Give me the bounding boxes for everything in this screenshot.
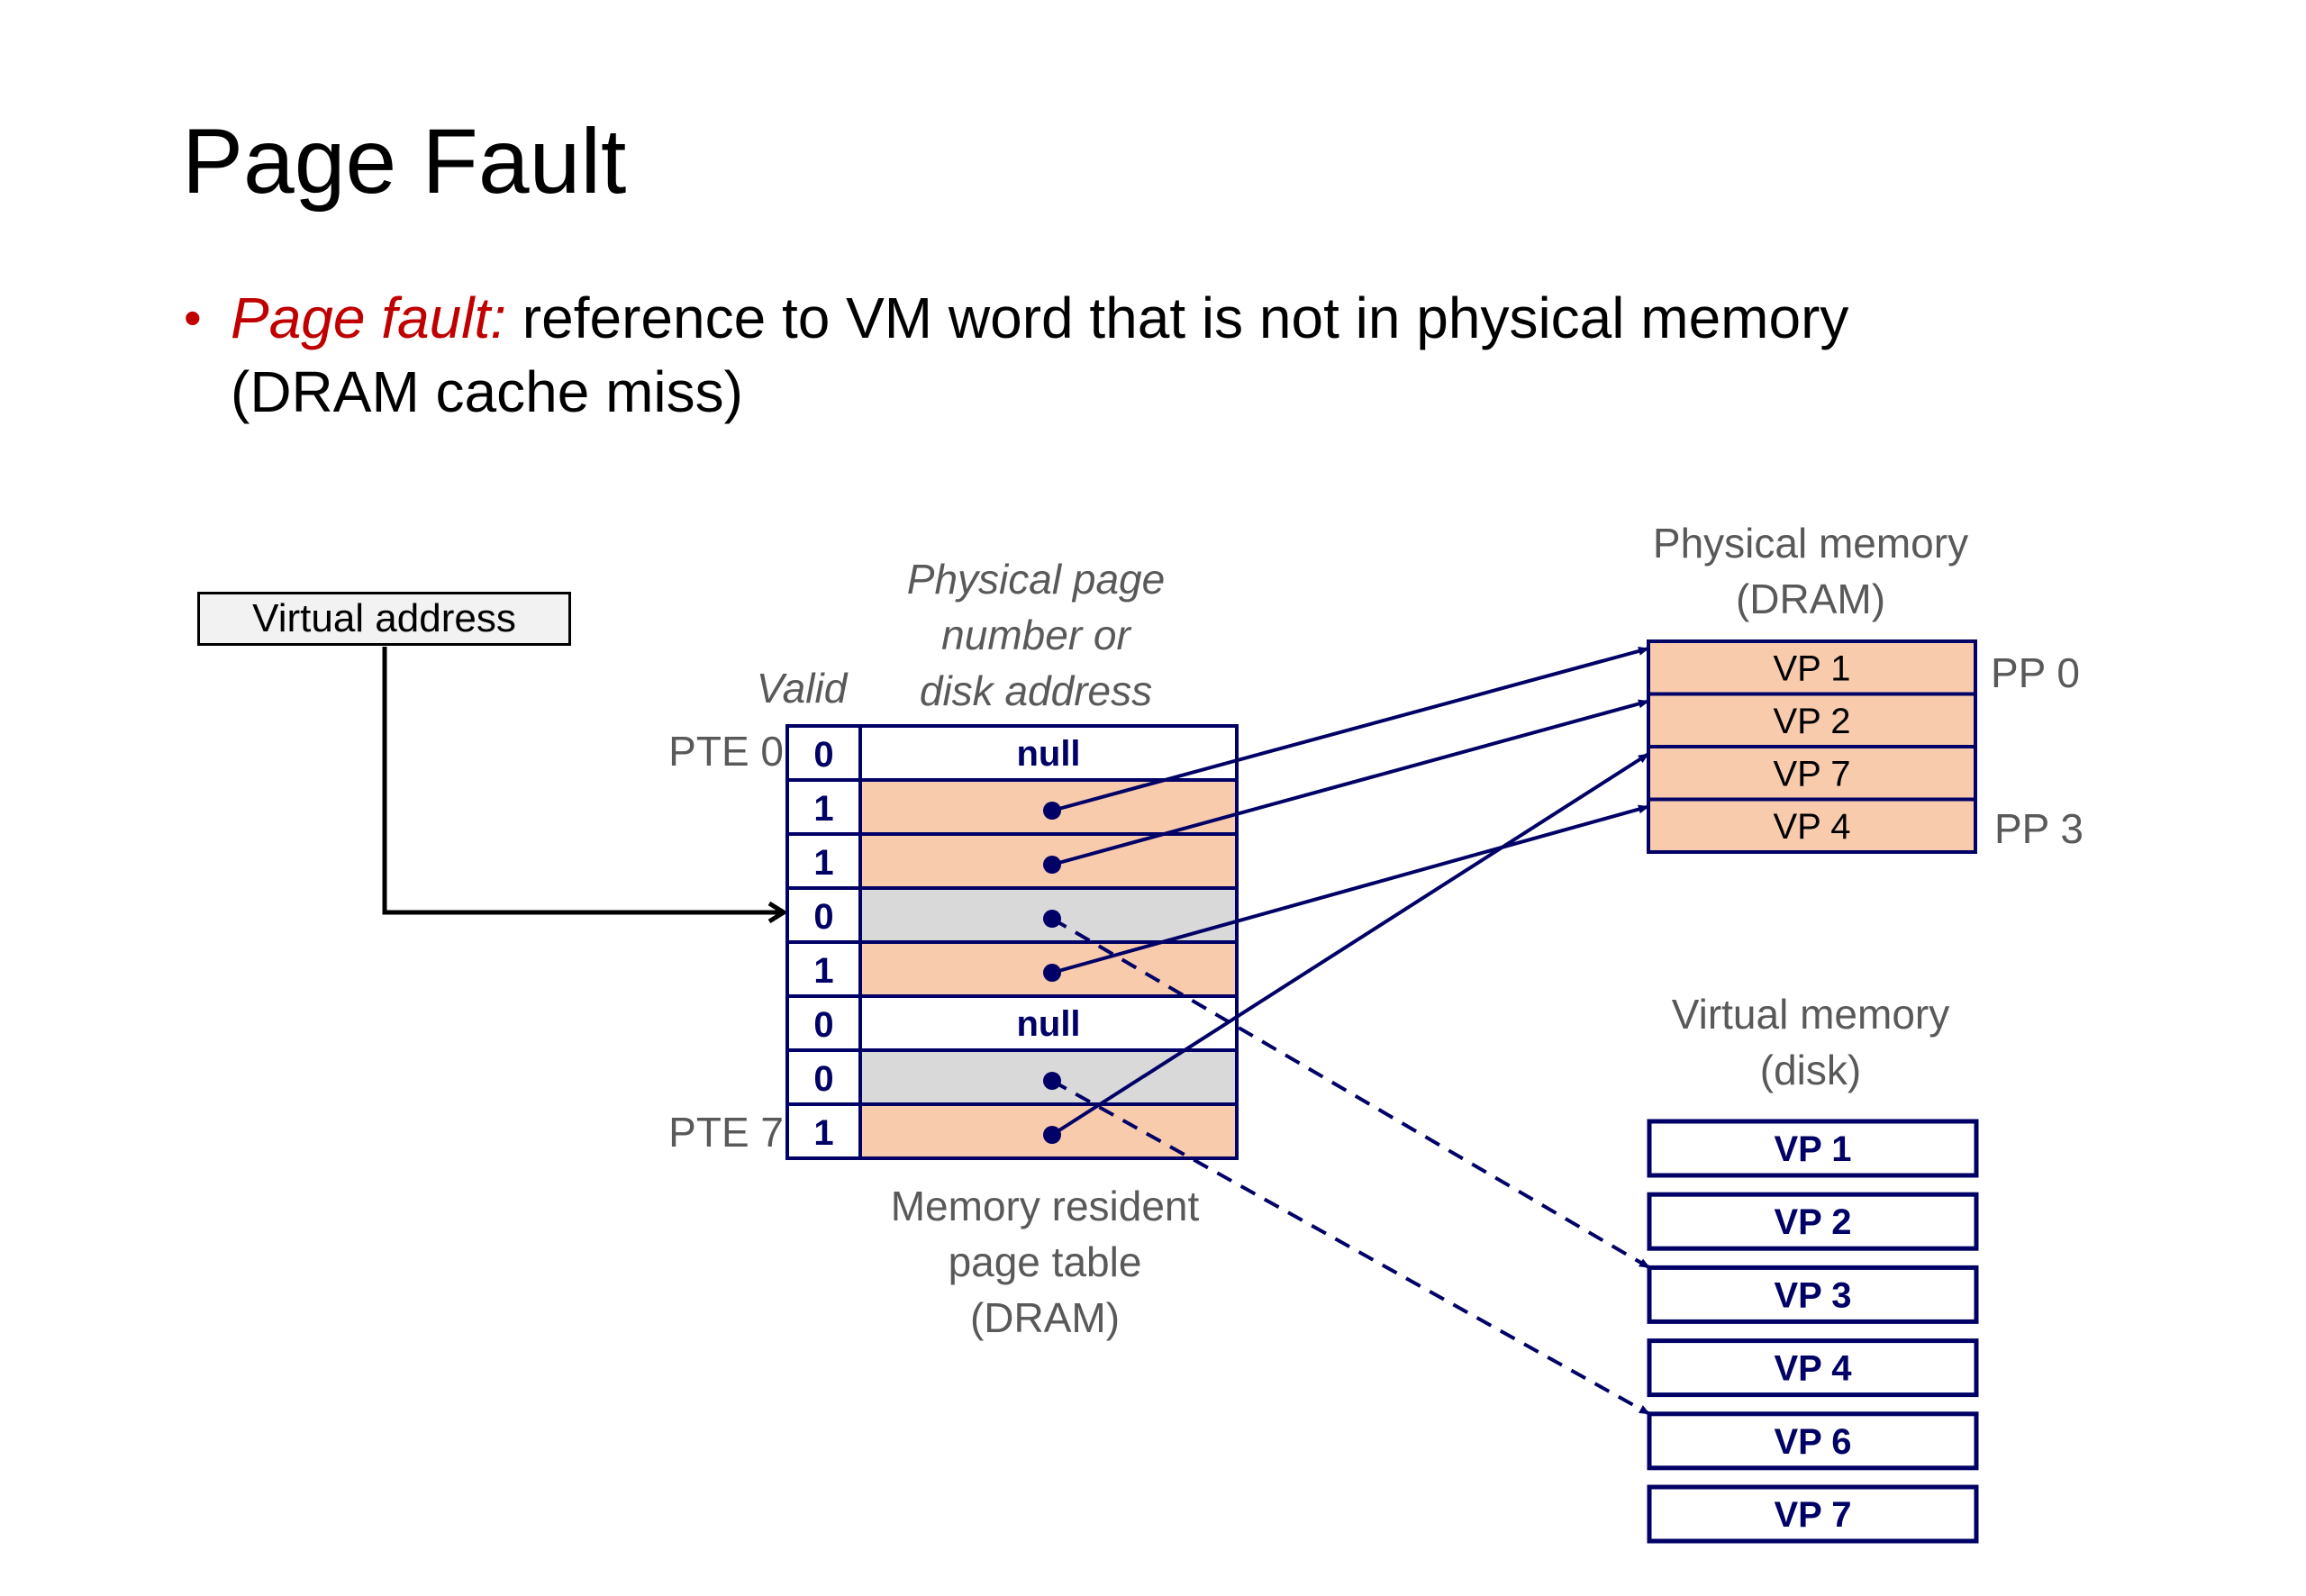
- ppn-header: Physical page number or disk address: [856, 551, 1216, 719]
- physical-memory: VP 1 VP 2 VP 7 VP 4: [1647, 639, 1977, 854]
- pp-last-label: PP 3: [1994, 805, 2084, 852]
- disk-page-box: [1647, 1338, 1979, 1398]
- pm-title-line: Physical memory: [1652, 520, 1969, 567]
- caption-line: page table: [948, 1238, 1142, 1285]
- page-table-entry: 1: [785, 778, 1239, 836]
- disk-page: VP 6: [1647, 1411, 1979, 1471]
- page-mappings: [1050, 647, 1651, 1416]
- page-table-entry: 0: [785, 886, 1239, 944]
- physical-page: VP 4: [1647, 797, 1977, 854]
- bullet-marker: •: [184, 289, 202, 346]
- page-table-caption: Memory resident page table (DRAM): [838, 1178, 1252, 1346]
- physical-page-box: [1647, 639, 1977, 696]
- pte-valid-bit: 0: [813, 897, 833, 937]
- virtual-memory-title: Virtual memory (disk): [1603, 986, 2018, 1098]
- physical-page: VP 2: [1647, 692, 1977, 748]
- disk-pointer-arrow: [1051, 1079, 1650, 1416]
- physical-page-label: VP 7: [1774, 754, 1851, 793]
- disk-page-label: VP 7: [1775, 1495, 1852, 1535]
- disk-page-box: [1647, 1119, 1979, 1178]
- disk-page-box: [1647, 1265, 1979, 1324]
- bullet-line-2: (DRAM cache miss): [231, 359, 743, 424]
- bullet-term: Page fault:: [231, 286, 506, 350]
- page-table-entry: 1: [785, 1102, 1239, 1160]
- disk-page-label: VP 3: [1775, 1275, 1852, 1315]
- pte-valid-bit: 1: [813, 843, 833, 883]
- caption-line: Memory resident: [890, 1183, 1200, 1229]
- page-table-entry: 0 null: [785, 994, 1239, 1052]
- physical-page-box: [1647, 797, 1977, 854]
- pte-valid-bit: 1: [813, 951, 833, 991]
- ppn-header-line: number or: [941, 612, 1130, 658]
- memory-pointer-arrow: [1051, 804, 1649, 975]
- physical-page-box: [1647, 692, 1977, 748]
- pp-first-label: PP 0: [1991, 649, 2080, 696]
- disk-page: VP 3: [1647, 1265, 1979, 1324]
- physical-memory-title: Physical memory (DRAM): [1603, 515, 2018, 627]
- disk-page: VP 1: [1647, 1119, 1979, 1178]
- vm-title-line: (disk): [1759, 1047, 1862, 1093]
- pte-valid-cell: [785, 1102, 862, 1160]
- pte-valid-bit: 0: [813, 735, 833, 775]
- pte-last-label: PTE 7: [668, 1109, 784, 1156]
- disk-page-label: VP 1: [1775, 1129, 1852, 1169]
- memory-pointer-arrow: [1050, 752, 1650, 1137]
- disk-page-label: VP 2: [1775, 1202, 1852, 1242]
- caption-line: (DRAM): [969, 1294, 1121, 1341]
- physical-page-label: VP 2: [1774, 702, 1851, 741]
- pte-valid-cell: [785, 886, 862, 944]
- pte-valid-bit: 0: [813, 1059, 833, 1099]
- pte-valid-bit: 1: [813, 789, 833, 829]
- page-table: 0 null 1 1 0 1 0 null 0 1: [785, 724, 1239, 1160]
- valid-header: Valid: [756, 665, 848, 712]
- virtual-address-arrow: [382, 647, 784, 912]
- page-table-entry: 1: [785, 940, 1239, 998]
- physical-page-label: VP 4: [1774, 807, 1851, 847]
- pm-title-line: (DRAM): [1735, 576, 1886, 622]
- disk-page-box: [1647, 1192, 1979, 1251]
- page-table-entry: 0: [785, 1048, 1239, 1106]
- pte-address-cell: [858, 994, 1239, 1052]
- pte-valid-cell: [785, 940, 862, 998]
- pte-valid-cell: [785, 994, 862, 1052]
- slide-title: Page Fault: [182, 110, 627, 213]
- pte-valid-bit: 0: [813, 1005, 833, 1045]
- disk-page: VP 4: [1647, 1338, 1979, 1398]
- physical-page: VP 7: [1647, 745, 1977, 802]
- disk-page-box: [1647, 1411, 1979, 1471]
- disk-pointer-arrow: [1050, 917, 1651, 1270]
- physical-page-label: VP 1: [1774, 648, 1851, 688]
- bullet-text: reference to VM word that is not in phys…: [506, 286, 1849, 350]
- virtual-memory: VP 1 VP 2 VP 3 VP 4 VP 6 VP 7: [1647, 1119, 1979, 1544]
- page-table-entry: 0 null: [785, 724, 1239, 782]
- pte-first-label: PTE 0: [668, 728, 784, 775]
- vm-title-line: Virtual memory: [1671, 991, 1950, 1038]
- ppn-header-line: Physical page: [906, 556, 1166, 603]
- pte-null-value: null: [1016, 734, 1080, 774]
- memory-pointer-arrow: [1051, 699, 1649, 866]
- disk-page-label: VP 6: [1775, 1422, 1852, 1462]
- ppn-header-line: disk address: [919, 667, 1153, 714]
- bullet-line-1: Page fault: reference to VM word that is…: [231, 281, 1848, 355]
- memory-pointer-arrow: [1051, 647, 1649, 812]
- disk-page-box: [1647, 1484, 1979, 1544]
- pte-valid-bit: 1: [813, 1113, 833, 1153]
- pte-null-value: null: [1016, 1004, 1080, 1044]
- virtual-address-box: Virtual address: [197, 592, 571, 646]
- disk-page: VP 2: [1647, 1192, 1979, 1251]
- disk-page: VP 7: [1647, 1484, 1979, 1544]
- disk-page-label: VP 4: [1775, 1349, 1853, 1389]
- physical-page: VP 1: [1647, 639, 1977, 696]
- page-table-entry: 1: [785, 832, 1239, 890]
- pte-valid-cell: [785, 1048, 862, 1106]
